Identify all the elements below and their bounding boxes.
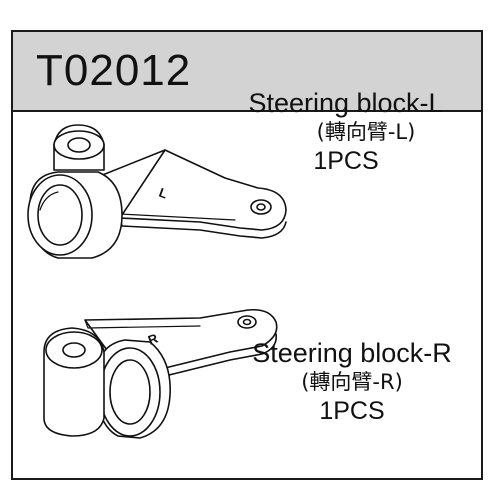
steering-block-l-chinese-name: (轉向臂-L) <box>316 120 416 144</box>
steering-block-r-label: Steering block-R (轉向臂-R) 1PCS <box>232 338 472 426</box>
steering-block-l-label: Steering block-L (轉向臂-L) 1PCS <box>236 88 456 176</box>
steering-block-l-quantity: 1PCS <box>313 147 379 175</box>
steering-block-r-quantity: 1PCS <box>319 397 385 425</box>
steering-block-l-name: Steering block-L <box>248 88 444 118</box>
steering-block-r-name: Steering block-R <box>252 338 452 368</box>
steering-block-r-chinese-name: (轉向臂-R) <box>301 370 403 394</box>
part-number: T02012 <box>36 46 192 95</box>
header-bar: T02012 <box>13 32 481 112</box>
